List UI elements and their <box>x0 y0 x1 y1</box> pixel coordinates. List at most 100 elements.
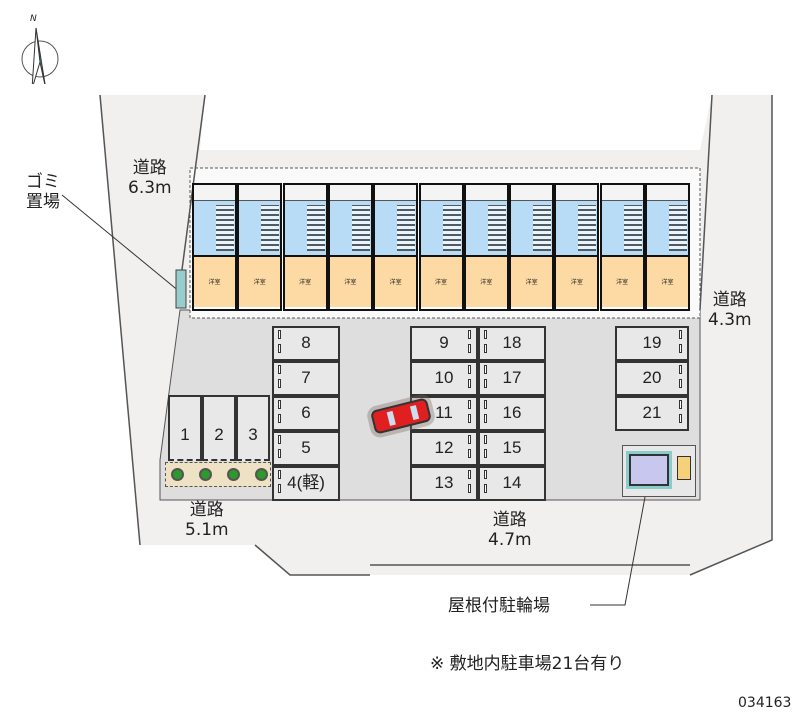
room: 洋室 <box>329 257 371 307</box>
parking-space: 9 <box>410 326 478 361</box>
room-label: 洋室 <box>525 279 538 286</box>
room-label: 洋室 <box>480 279 493 286</box>
wheel-stop <box>278 470 281 479</box>
wheel-stop <box>484 330 487 339</box>
wheel-stop <box>468 449 471 458</box>
room-label: 洋室 <box>616 279 629 286</box>
wet-area <box>647 201 688 257</box>
garbage-area <box>175 269 187 309</box>
parking-space: 18 <box>478 326 546 361</box>
parking-space: 10 <box>410 361 478 396</box>
wet-area <box>556 201 598 257</box>
room: 洋室 <box>284 257 326 307</box>
road-edge-left <box>99 94 141 546</box>
wheel-stop <box>484 379 487 388</box>
room: 洋室 <box>375 257 417 307</box>
parking-space: 3 <box>236 395 270 461</box>
parking-space: 1 <box>168 395 202 461</box>
balcony <box>647 185 688 201</box>
wheel-stop <box>278 344 281 353</box>
apartment-unit: 洋室 <box>192 183 237 311</box>
room-label: 洋室 <box>299 279 312 286</box>
room-label: 洋室 <box>208 279 221 286</box>
parking-space: 15 <box>478 431 546 466</box>
wheel-stop <box>679 365 682 374</box>
room-label: 洋室 <box>344 279 357 286</box>
wheel-stop <box>278 414 281 423</box>
room: 洋室 <box>420 257 462 307</box>
wheel-stop <box>484 414 487 423</box>
balcony <box>194 185 235 201</box>
wet-area <box>329 201 371 257</box>
room-label: 洋室 <box>661 279 674 286</box>
wet-area <box>284 201 326 257</box>
parking-space: 21 <box>615 396 689 431</box>
wheel-stop <box>484 344 487 353</box>
wheel-stop <box>679 330 682 339</box>
balcony <box>601 185 643 201</box>
wheel-stop <box>468 365 471 374</box>
parking-space: 6 <box>272 396 340 431</box>
planter <box>165 462 271 487</box>
room: 洋室 <box>511 257 553 307</box>
parking-space: 19 <box>615 326 689 361</box>
wheel-stop <box>484 449 487 458</box>
parking-space: 2 <box>202 395 236 461</box>
north-label: N <box>30 14 37 24</box>
parking-space: 20 <box>615 361 689 396</box>
wheel-stop <box>679 379 682 388</box>
wheel-stop <box>679 344 682 353</box>
room: 洋室 <box>194 257 235 307</box>
apartment-unit: 洋室 <box>509 183 555 311</box>
room-label: 洋室 <box>570 279 583 286</box>
apartment-unit: 洋室 <box>282 183 328 311</box>
wheel-stop <box>278 379 281 388</box>
wet-area <box>194 201 235 257</box>
compass-icon <box>21 27 59 84</box>
parking-space: 12 <box>410 431 478 466</box>
compass: N <box>12 14 62 84</box>
leader-bike <box>590 469 651 606</box>
parking-note: ※ 敷地内駐車場21台有り <box>430 654 625 674</box>
leader-garbage <box>61 194 181 293</box>
wheel-stop <box>468 344 471 353</box>
parking-space: 8 <box>272 326 340 361</box>
wet-area <box>511 201 553 257</box>
garbage-label: ゴミ置場 <box>26 172 60 212</box>
wheel-stop <box>468 414 471 423</box>
apartment-unit: 洋室 <box>373 183 419 311</box>
wheel-stop <box>679 400 682 409</box>
balcony <box>329 185 371 201</box>
wet-area <box>465 201 507 257</box>
wet-area <box>601 201 643 257</box>
wheel-stop <box>468 435 471 444</box>
wheel-stop <box>278 484 281 493</box>
room: 洋室 <box>601 257 643 307</box>
wet-area <box>239 201 281 257</box>
wheel-stop <box>278 435 281 444</box>
wheel-stop <box>468 379 471 388</box>
bike-shelter <box>622 445 696 497</box>
wheel-stop <box>484 470 487 479</box>
room: 洋室 <box>239 257 281 307</box>
apartment-unit: 洋室 <box>645 183 690 311</box>
wheel-stop <box>484 365 487 374</box>
balcony <box>284 185 326 201</box>
balcony <box>420 185 462 201</box>
wheel-stop <box>278 400 281 409</box>
apartment-unit: 洋室 <box>327 183 373 311</box>
balcony <box>375 185 417 201</box>
wheel-stop <box>484 400 487 409</box>
wheel-stop <box>278 330 281 339</box>
parking-space: 4(軽) <box>272 466 340 501</box>
parking-space: 16 <box>478 396 546 431</box>
balcony <box>239 185 281 201</box>
wheel-stop <box>484 484 487 493</box>
apartment-unit: 洋室 <box>599 183 645 311</box>
parking-space: 14 <box>478 466 546 501</box>
road-edge-bottom <box>254 544 370 576</box>
property-id: 034163 <box>738 695 792 711</box>
road-edge-right <box>699 94 713 311</box>
